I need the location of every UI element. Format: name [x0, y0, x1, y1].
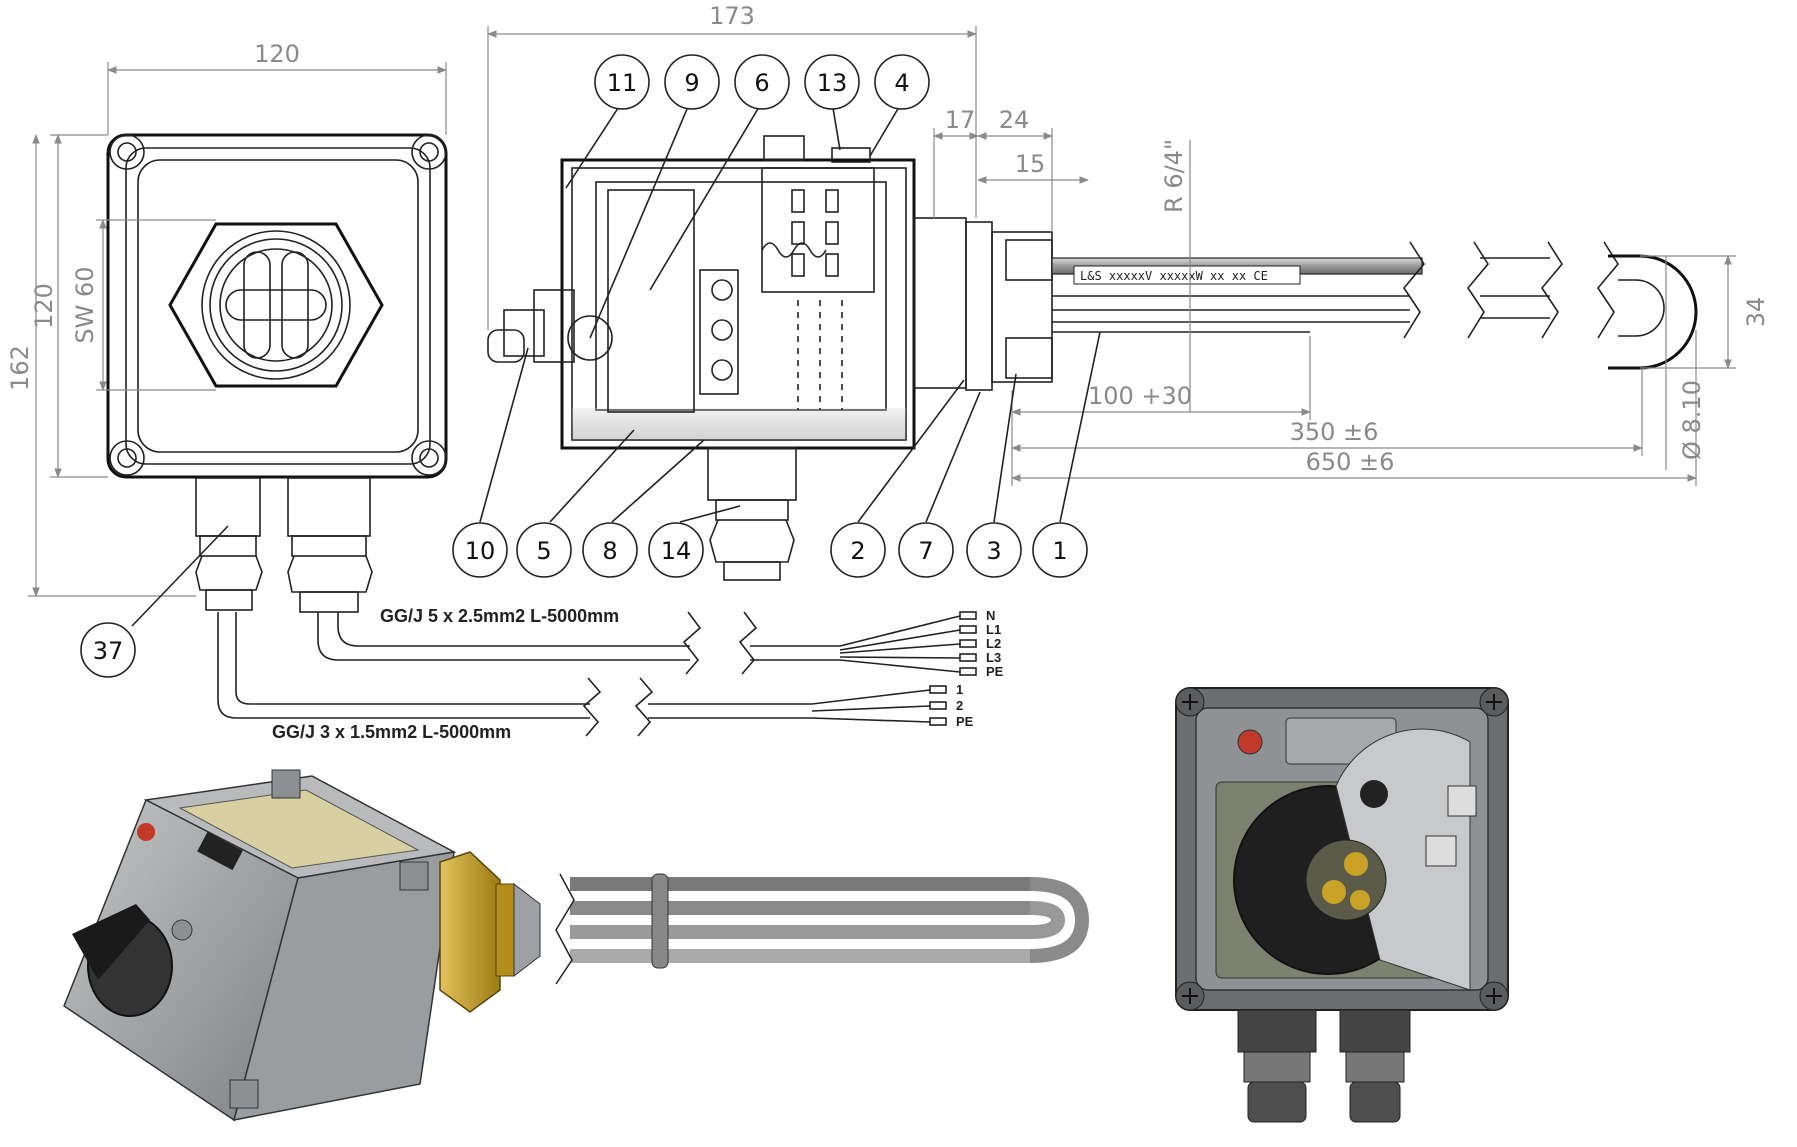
dim-17: 17 — [945, 106, 976, 134]
callout-9: 9 — [684, 69, 699, 97]
wire-label-pe: PE — [986, 664, 1004, 679]
wire-label-n: N — [986, 608, 995, 623]
corner-screw-icon — [109, 440, 145, 476]
wire-label-l2: L2 — [986, 636, 1001, 651]
corner-screw-icon — [109, 134, 145, 170]
indicator-lamp-icon — [1237, 729, 1263, 755]
dim-120-side: 120 — [30, 283, 58, 329]
dim-15: 15 — [1015, 150, 1046, 178]
barcode-icon — [197, 831, 243, 871]
callouts-top: 11 9 6 13 4 — [565, 54, 930, 339]
callout-37: 37 — [80, 525, 229, 678]
callout-11: 11 — [607, 69, 638, 97]
wire-label-l3: L3 — [986, 650, 1001, 665]
callout-8: 8 — [602, 537, 617, 565]
callout-3: 3 — [986, 537, 1001, 565]
callout-14: 14 — [661, 537, 692, 565]
dim-sw60: SW 60 — [71, 266, 99, 343]
dim-162: 162 — [6, 345, 34, 391]
callout-label: 37 — [93, 637, 124, 665]
corner-screw-icon — [1479, 981, 1509, 1011]
callout-2: 2 — [850, 537, 865, 565]
corner-screw-icon — [411, 134, 447, 170]
section-view: L&S xxxxxV xxxxxW xx xx CE — [487, 135, 1698, 581]
callout-5: 5 — [536, 537, 551, 565]
callout-4: 4 — [894, 69, 909, 97]
corner-screw-icon — [1479, 687, 1509, 717]
open-front-view — [1175, 687, 1509, 1123]
dim-650: 650 ±6 — [1306, 448, 1395, 476]
wire-label-1: 1 — [956, 682, 963, 697]
isometric-view — [63, 769, 1090, 1122]
nameplate-text: L&S xxxxxV xxxxxW xx xx CE — [1080, 269, 1268, 283]
dim-100: 100 +30 — [1088, 382, 1192, 410]
wire-label-2: 2 — [956, 698, 963, 713]
wire-label-pe2: PE — [956, 714, 974, 729]
dim-810: Ø 8.10 — [1678, 380, 1706, 460]
front-view — [106, 133, 690, 719]
dim-173: 173 — [709, 2, 755, 30]
corner-screw-icon — [1175, 981, 1205, 1011]
callout-6: 6 — [754, 69, 769, 97]
dim-350: 350 ±6 — [1290, 418, 1379, 446]
callout-10: 10 — [465, 537, 496, 565]
indicator-lamp-icon — [137, 823, 155, 841]
corner-screw-icon — [411, 440, 447, 476]
callout-13: 13 — [817, 69, 848, 97]
wire-end-icon — [959, 611, 977, 676]
cable-1: GG/J 5 x 2.5mm2 L-5000mm N L1 L2 L3 PE — [380, 606, 1004, 679]
callout-1: 1 — [1052, 537, 1067, 565]
wire-end-icon — [929, 685, 947, 726]
callout-7: 7 — [918, 537, 933, 565]
callouts-bottom: 10 5 8 14 2 7 3 1 — [452, 331, 1101, 578]
dim-120-top: 120 — [254, 40, 300, 68]
dim-r64: R 6/4" — [1160, 139, 1188, 213]
rotary-knob-icon — [72, 904, 150, 980]
cable-2: GG/J 3 x 1.5mm2 L-5000mm 1 2 PE — [272, 677, 974, 742]
dim-24: 24 — [999, 106, 1030, 134]
dim-34: 34 — [1742, 297, 1770, 328]
wire-label-l1: L1 — [986, 622, 1001, 637]
cable-1-label: GG/J 5 x 2.5mm2 L-5000mm — [380, 606, 619, 626]
corner-screw-icon — [1175, 687, 1205, 717]
cable-2-label: GG/J 3 x 1.5mm2 L-5000mm — [272, 722, 511, 742]
front-dimensions: 120 120 SW 60 162 — [6, 40, 447, 597]
